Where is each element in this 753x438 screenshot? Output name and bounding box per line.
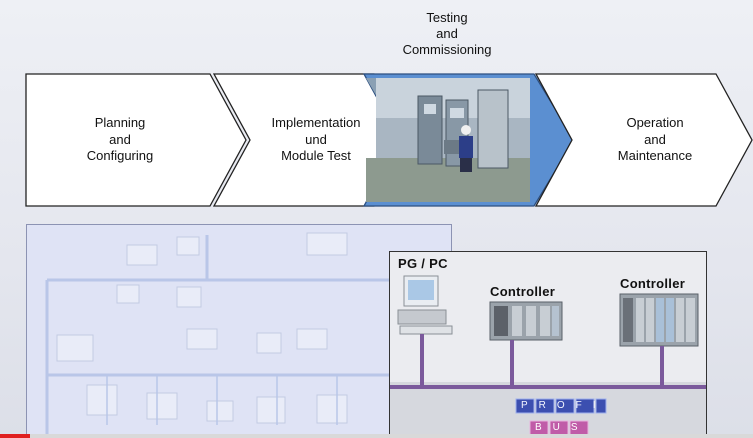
pg-pc-icon <box>397 275 453 335</box>
phase-chevron-strip <box>25 73 753 207</box>
phase-label-planning: Planning and Configuring <box>86 115 154 163</box>
video-progress-bar[interactable] <box>0 434 753 438</box>
bus-line <box>390 334 706 389</box>
controller-1-rack-icon <box>489 301 563 341</box>
phase-label-implementation: Implementation und Module Test <box>271 115 361 163</box>
video-progress-fill <box>0 434 30 438</box>
fieldbus-network-diagram: PG / PC Controller Controller PROFI BUS <box>389 251 707 438</box>
controller-2-label: Controller <box>620 276 686 291</box>
phase-chevron-operation <box>534 73 753 207</box>
controller-2-rack-icon <box>619 293 699 347</box>
controller-1-label: Controller <box>490 284 556 299</box>
fieldbus-network-graphic <box>390 275 706 436</box>
active-phase-title: Testing and Commissioning <box>402 10 492 57</box>
phase-chevron-planning <box>25 73 247 207</box>
phase-label-operation: Operation and Maintenance <box>617 115 693 163</box>
bus-logo-text-top: PROFI <box>521 400 607 411</box>
pg-pc-label: PG / PC <box>398 256 448 271</box>
commissioning-photo <box>366 78 530 202</box>
plant-overview-graphic <box>45 232 451 437</box>
bus-logo-text-bottom: BUS <box>535 422 589 433</box>
